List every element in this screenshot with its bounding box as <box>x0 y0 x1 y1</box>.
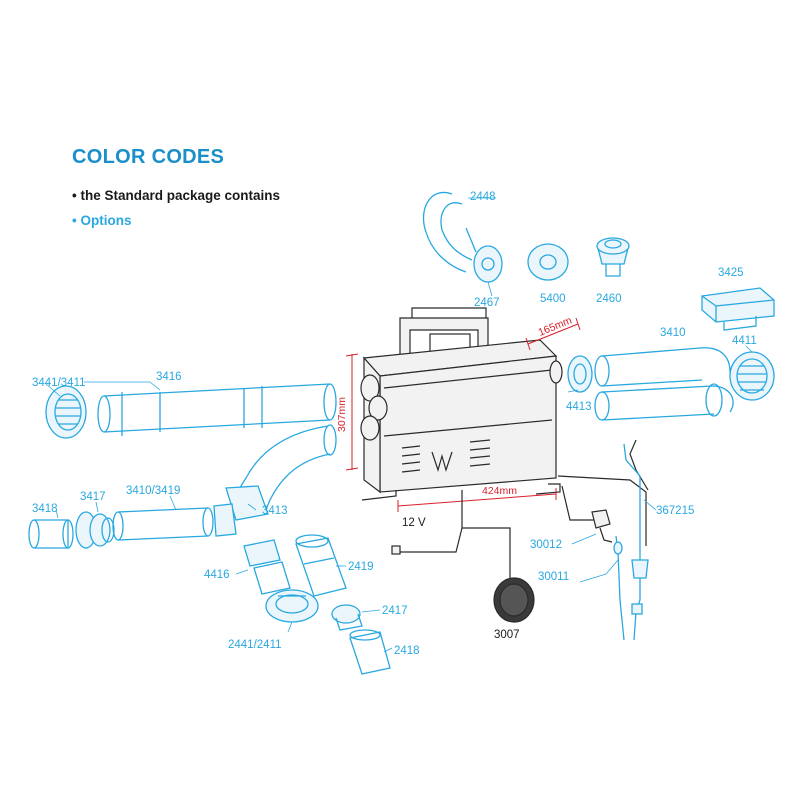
dimension-width: 424mm <box>397 485 557 512</box>
part-2419 <box>295 534 347 597</box>
part-4416 <box>243 539 291 595</box>
label-30012: 30012 <box>530 539 562 551</box>
part-3417 <box>75 511 115 549</box>
part-3425 <box>701 287 775 331</box>
part-2460 <box>596 237 630 277</box>
part-2417 <box>331 604 363 631</box>
label-2419: 2419 <box>348 561 374 573</box>
part-3418 <box>28 519 74 549</box>
label-4413: 4413 <box>566 401 592 413</box>
label-3413: 3413 <box>262 505 288 517</box>
label-3410-3419: 3410/3419 <box>126 485 180 497</box>
label-367215: 367215 <box>656 505 694 517</box>
part-30011 <box>613 535 625 641</box>
label-3418: 3418 <box>32 503 58 515</box>
label-12v: 12 V <box>402 517 426 529</box>
leader-lines <box>45 197 753 653</box>
dimension-width-label: 424mm <box>482 485 517 497</box>
part-367215 <box>623 443 649 641</box>
dimension-height-label: 307mm <box>336 397 348 432</box>
label-2418: 2418 <box>394 645 420 657</box>
label-3425: 3425 <box>718 267 744 279</box>
label-3007: 3007 <box>494 629 520 641</box>
label-3410-right: 3410 <box>660 327 686 339</box>
part-3410-right <box>594 347 734 421</box>
part-4411 <box>729 351 775 401</box>
label-4411: 4411 <box>732 335 757 347</box>
part-3410-3419 <box>112 503 237 541</box>
part-5400 <box>527 243 569 281</box>
label-3441-3411: 3441/3411 <box>32 377 86 389</box>
part-3441-3411 <box>45 385 87 439</box>
part-3416 <box>97 383 337 436</box>
label-2448: 2448 <box>470 191 496 203</box>
part-2418 <box>349 629 391 675</box>
part-2448 <box>422 191 503 283</box>
label-3416: 3416 <box>156 371 182 383</box>
part-30012 <box>591 509 613 543</box>
legend-options: • Options <box>72 213 132 228</box>
legend-standard-package: • the Standard package contains <box>72 188 281 203</box>
label-5400: 5400 <box>540 293 566 305</box>
label-2417: 2417 <box>382 605 408 617</box>
dimension-depth-label: 165mm <box>537 314 574 338</box>
dimension-height: 307mm <box>336 353 359 471</box>
webasto-logo-icon <box>431 451 453 473</box>
label-3417: 3417 <box>80 491 106 503</box>
label-2460: 2460 <box>596 293 622 305</box>
color-codes-title: COLOR CODES <box>72 146 225 168</box>
label-2441-2411: 2441/2411 <box>228 639 282 651</box>
part-4413 <box>567 355 593 393</box>
label-2467: 2467 <box>474 297 500 309</box>
wiring-harness <box>391 439 649 580</box>
part-2441-2411 <box>265 589 319 623</box>
label-4416: 4416 <box>204 569 230 581</box>
label-30011: 30011 <box>538 571 569 583</box>
part-3007-control-knob <box>493 577 535 623</box>
heater-unit <box>360 307 563 501</box>
part-labels: 2448 2467 5400 2460 3425 3410 4411 4413 … <box>32 191 757 657</box>
